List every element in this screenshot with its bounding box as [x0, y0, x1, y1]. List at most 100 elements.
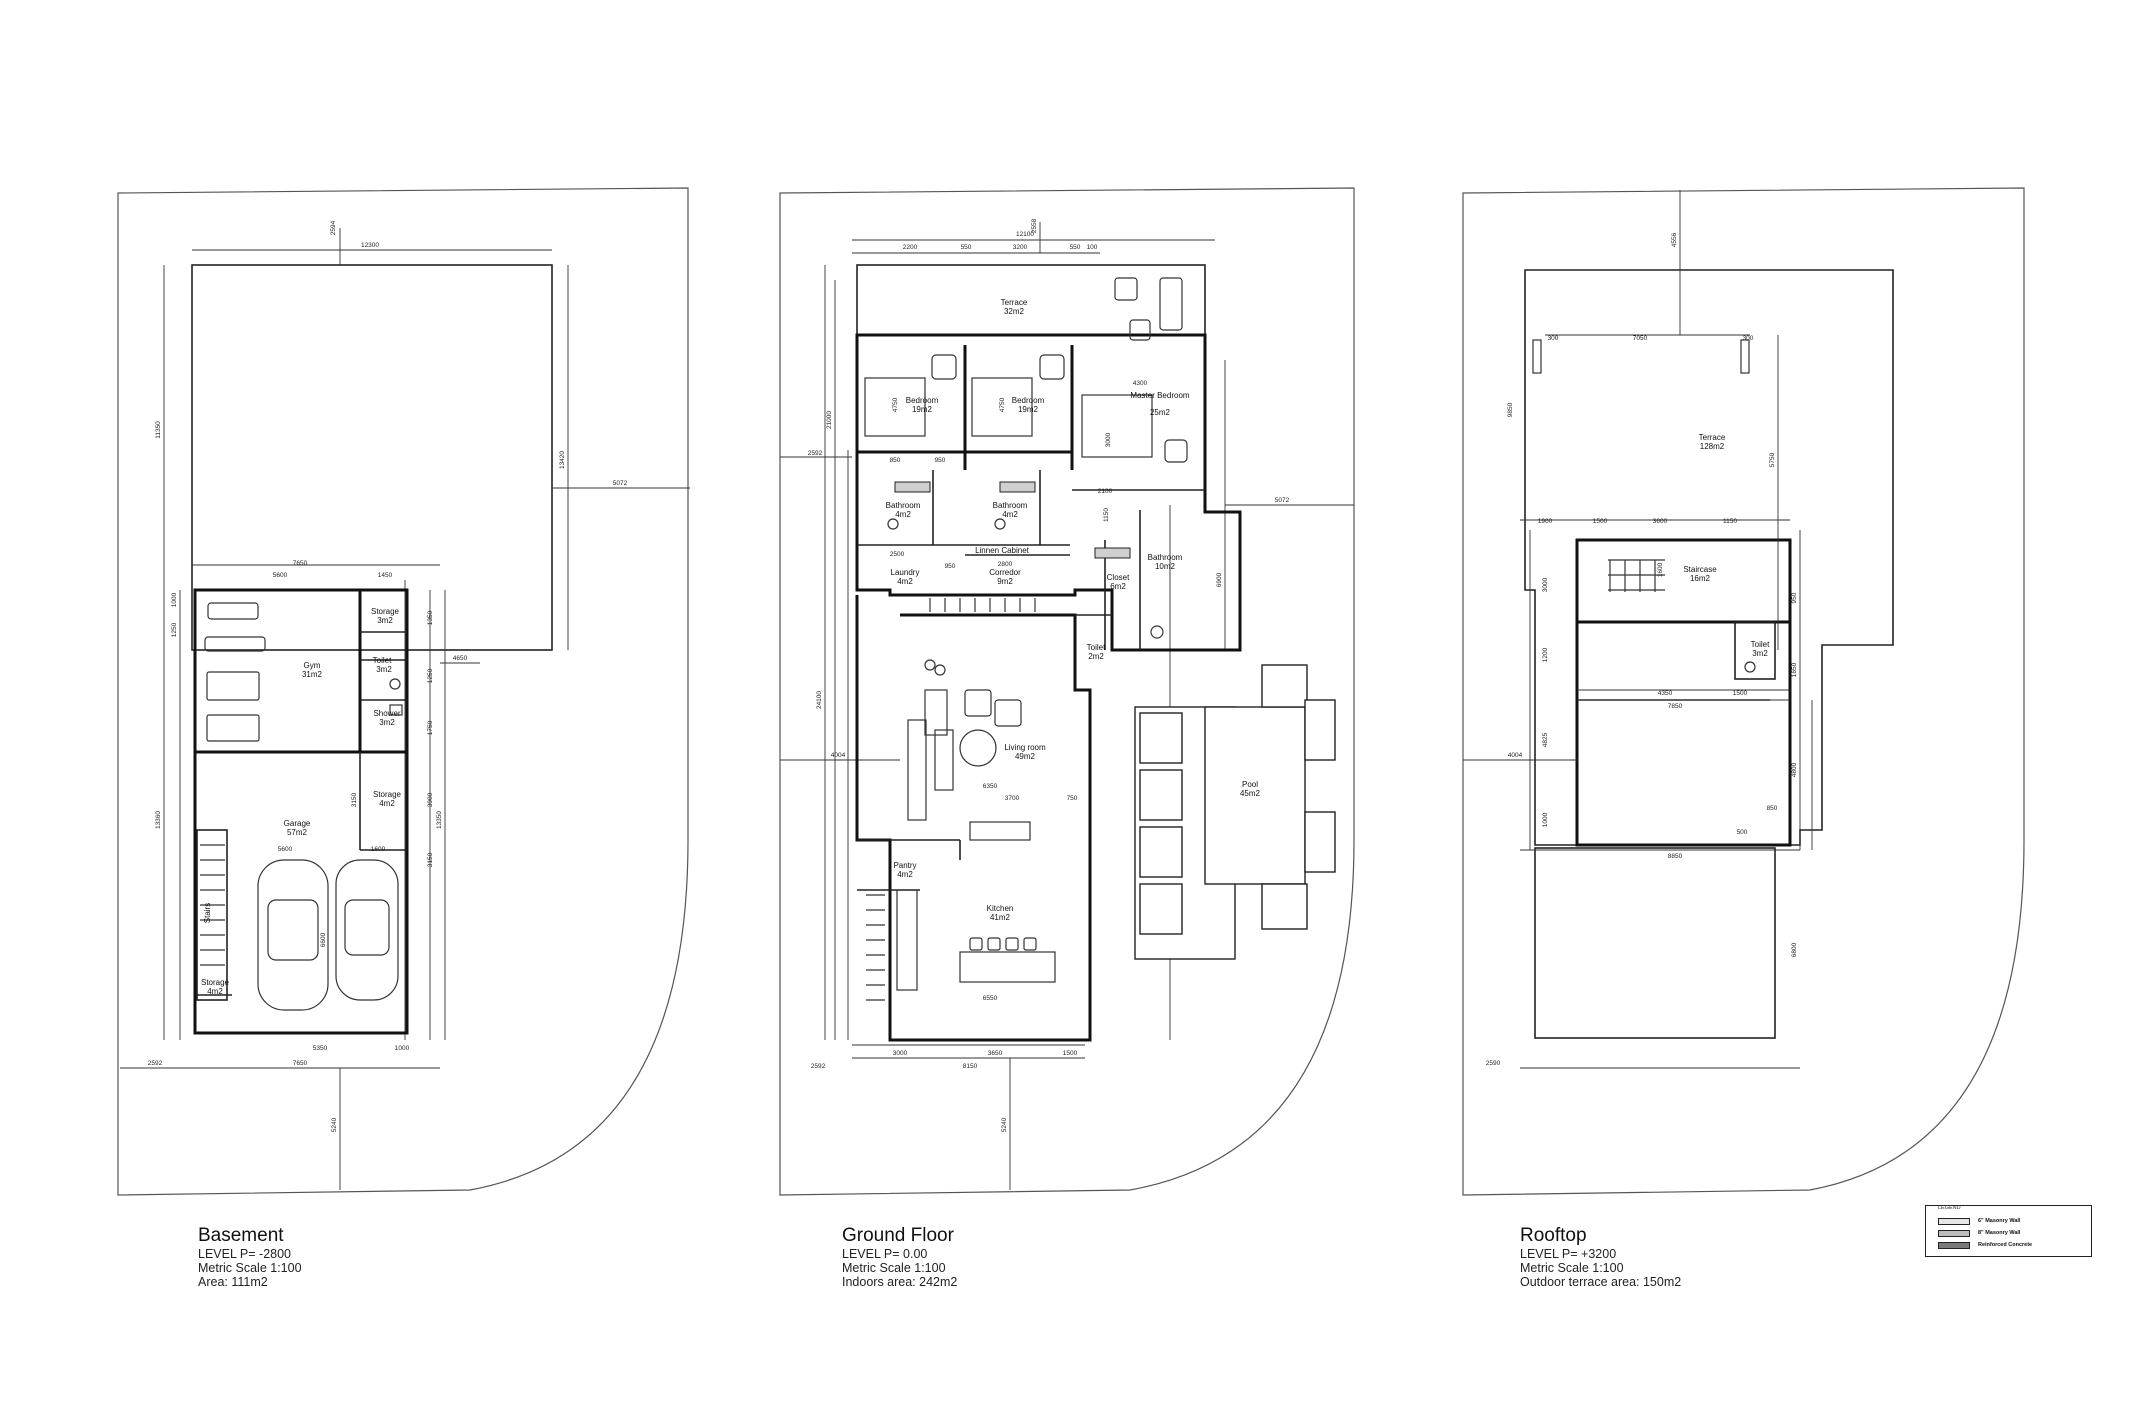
room-toilet-area: 3m2: [376, 665, 392, 674]
dim-text: 1650: [1791, 662, 1798, 677]
dim-text: 2594: [330, 220, 337, 235]
room-shower: Shower: [373, 709, 400, 718]
rooftop-level: LEVEL P= +3200: [1520, 1247, 1617, 1261]
dim-text: 12100: [1016, 231, 1034, 238]
dim-text: 500: [1737, 829, 1748, 836]
dim-text: 4825: [1542, 732, 1549, 747]
dim-text: 1450: [378, 572, 393, 579]
dim-text: 1250: [427, 668, 434, 683]
dim-text: 1000: [1542, 812, 1549, 827]
room-master-bedroom: Master Bedroom: [1130, 391, 1189, 400]
dim-text: 4004: [1508, 752, 1523, 759]
room-terrace: Terrace: [1001, 298, 1028, 307]
dim-text: 950: [945, 563, 956, 570]
room-bathroom-2: Bathroom: [993, 501, 1028, 510]
room-laundry: Laundry: [891, 568, 920, 577]
dim-text: 6350: [983, 783, 998, 790]
room-storage-1-area: 3m2: [377, 616, 393, 625]
dim-text: 3600: [1653, 518, 1668, 525]
basement-level: LEVEL P= -2800: [198, 1247, 292, 1261]
legend: LEGEND 6" Masonry Wall 8" Masonry Wall R…: [1925, 1205, 2092, 1257]
legend-swatch: [1938, 1229, 1970, 1237]
room-closet-area: 6m2: [1110, 582, 1126, 591]
rooftop-plan: Terrace 128m2 Staircase 16m2 Toilet 3m2 …: [1462, 187, 2025, 1196]
dim-text: 1500: [1733, 690, 1748, 697]
room-toilet-area: 2m2: [1088, 652, 1104, 661]
room-bedroom-2: Bedroom: [1012, 396, 1045, 405]
dim-text: 3900: [427, 792, 434, 807]
room-pool: Pool: [1242, 780, 1258, 789]
dim-text: 4004: [831, 752, 846, 759]
dim-text: 2800: [998, 561, 1013, 568]
dim-text: 6900: [1216, 572, 1223, 587]
room-kitchen: Kitchen: [987, 904, 1014, 913]
dim-text: 750: [1067, 795, 1078, 802]
room-storage-2-area: 4m2: [379, 799, 395, 808]
room-garage-area: 57m2: [287, 828, 308, 837]
dim-text: 5750: [1769, 452, 1776, 467]
dim-text: 5072: [1275, 497, 1290, 504]
dim-text: 1000: [171, 592, 178, 607]
basement-area: Area: 111m2: [198, 1275, 268, 1289]
dim-text: 850: [1767, 805, 1778, 812]
dim-text: 8150: [963, 1063, 978, 1070]
dim-text: 11350: [155, 421, 162, 439]
dim-text: 1600: [1657, 562, 1664, 577]
room-toilet: Toilet: [1751, 640, 1770, 649]
basement-plan: Gym 31m2 Storage 3m2 Toilet 3m2 Shower 3…: [117, 187, 690, 1196]
dim-text: 1150: [1103, 508, 1110, 522]
room-living-room: Living room: [1004, 743, 1046, 752]
ground-floor-area: Indoors area: 242m2: [842, 1275, 958, 1289]
room-bedroom-2-area: 19m2: [1018, 405, 1039, 414]
room-storage-3: Storage: [201, 978, 230, 987]
room-bathroom-1-area: 4m2: [895, 510, 911, 519]
room-laundry-area: 4m2: [897, 577, 913, 586]
ground-floor-title: Ground Floor: [842, 1225, 954, 1246]
room-bedroom-1: Bedroom: [906, 396, 939, 405]
dim-text: 3000: [1542, 577, 1549, 592]
room-gym: Gym: [304, 661, 321, 670]
dim-text: 4300: [1133, 380, 1148, 387]
dim-text: 5072: [613, 480, 628, 487]
room-storage-2: Storage: [373, 790, 402, 799]
dim-text: 4650: [453, 655, 468, 662]
dim-text: 5240: [331, 1117, 338, 1132]
dim-text: 7650: [293, 1060, 308, 1067]
dim-text: 2590: [1486, 1060, 1501, 1067]
room-storage-1: Storage: [371, 607, 400, 616]
dim-text: 1150: [1723, 518, 1737, 525]
legend-label: Reinforced Concrete: [1978, 1242, 2033, 1248]
legend-swatch: [1938, 1217, 1970, 1225]
dim-text: 1200: [1542, 647, 1549, 662]
room-bathroom-3-area: 10m2: [1155, 562, 1176, 571]
dim-text: 6800: [1791, 942, 1798, 957]
room-shower-area: 3m2: [379, 718, 395, 727]
dim-text: 13360: [155, 811, 162, 829]
dim-text: 3000: [893, 1050, 908, 1057]
dim-text: 3200: [1013, 244, 1028, 251]
room-terrace-area: 128m2: [1700, 442, 1725, 451]
dim-text: 100: [1087, 244, 1098, 251]
dim-text: 24100: [816, 691, 823, 709]
dim-text: 2500: [890, 551, 905, 558]
room-bathroom-2-area: 4m2: [1002, 510, 1018, 519]
dim-text: 5350: [313, 1045, 328, 1052]
dim-text: 7850: [1668, 703, 1683, 710]
dim-text: 2592: [808, 450, 823, 457]
dim-text: 2100: [1098, 488, 1113, 495]
room-corredor: Corredor: [989, 568, 1021, 577]
dim-text: 3150: [427, 852, 434, 867]
legend-item: 6" Masonry Wall: [1938, 1216, 2020, 1226]
dim-text: 2592: [811, 1063, 826, 1070]
dim-text: 7050: [1633, 335, 1648, 342]
room-terrace: Terrace: [1699, 433, 1726, 442]
room-toilet: Toilet: [373, 656, 392, 665]
room-kitchen-area: 41m2: [990, 913, 1011, 922]
rooftop-area: Outdoor terrace area: 150m2: [1520, 1275, 1682, 1289]
dim-text: 8850: [1668, 853, 1683, 860]
dim-text: 21000: [826, 411, 833, 429]
dim-text: 2200: [903, 244, 918, 251]
room-gym-area: 31m2: [302, 670, 323, 679]
dim-text: 1500: [1063, 1050, 1078, 1057]
